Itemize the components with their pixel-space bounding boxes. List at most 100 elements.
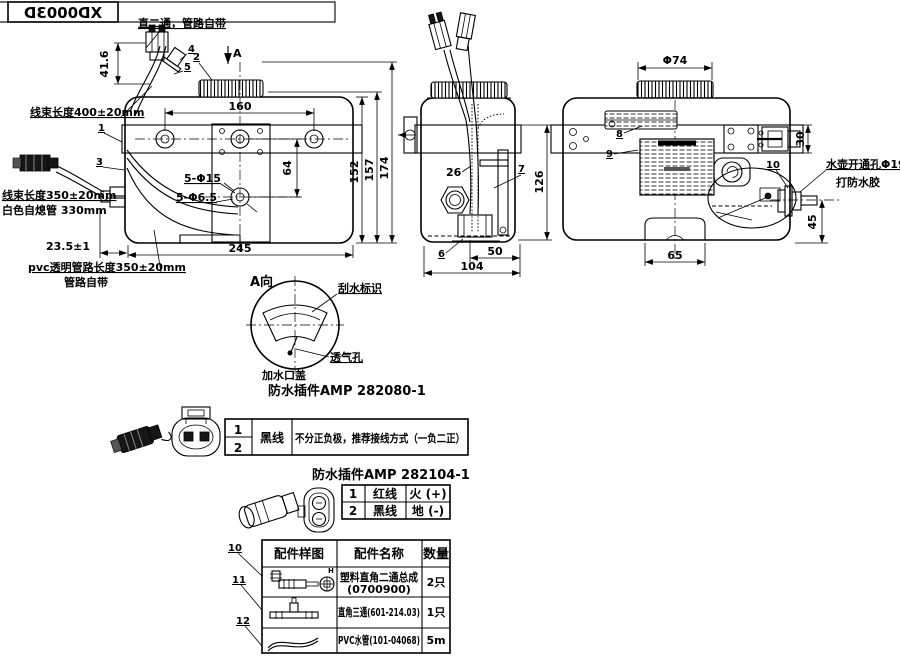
balloon-5: 5 [184, 62, 191, 73]
conn2-row2-wire: 黑线 [373, 503, 397, 518]
pump-outlet [100, 186, 126, 208]
conn1-wire: 黑线 [260, 430, 284, 445]
dim-45: 45 [806, 214, 819, 229]
note-pvc1: pvc透明管路长度350±20mm [28, 260, 186, 274]
conn2-row2-pole: 地 (-) [412, 503, 444, 518]
dim-157: 157 [363, 159, 376, 182]
dim-50: 50 [487, 245, 503, 258]
conn2-row1-pole: 火 (+) [409, 487, 446, 501]
balloon-6: 6 [438, 249, 445, 260]
front-dimensions: 160 64 245 152 157 174 41.6 23.5±1 [46, 42, 397, 258]
balloon-10-rear: 10 [766, 160, 780, 171]
parts-header-qty: 数量 [422, 546, 450, 561]
note-5d65: 5-Φ6.5 [176, 191, 217, 204]
balloon-1: 1 [98, 123, 105, 134]
wiper-mark-label: 刮水标识 [338, 281, 382, 295]
title-block: XD0003D [0, 1, 336, 23]
wiper-icon [262, 304, 328, 356]
pump-boss-hex [440, 186, 470, 214]
nozzle-detail [707, 167, 842, 229]
tank-outline-front [124, 96, 354, 244]
connector-2-drawings [238, 487, 335, 533]
drawing-number: XD0003D [24, 4, 102, 22]
balloon-8: 8 [616, 129, 623, 140]
vent-hole-label: 透气孔 [330, 350, 363, 364]
parts-row3-qty: 5m [426, 634, 445, 647]
balloon-4: 4 [188, 44, 195, 55]
balloon-7: 7 [518, 164, 525, 175]
dim-126: 126 [533, 170, 546, 193]
dim-41-6: 41.6 [98, 50, 111, 77]
emblem-badge [713, 157, 751, 187]
pump-body [457, 214, 493, 238]
tank-outline-side [420, 97, 516, 243]
conn1-note: 不分正负极，推荐接线方式（一负二正） [295, 431, 465, 445]
side-top-connectors [428, 11, 479, 215]
note-hole1: 水壶开通孔Φ19 [826, 157, 900, 171]
dim-65: 65 [667, 249, 682, 262]
front-view: 160 64 245 152 157 174 41.6 23.5±1 A A向 … [2, 16, 397, 290]
dim-30: 30 [794, 131, 807, 147]
filler-cap-side [430, 81, 508, 99]
amp-connector-b-title: 防水插件AMP 282104-1 [312, 467, 470, 483]
dim-64: 64 [281, 160, 294, 176]
section-arrow-label: A [233, 47, 242, 60]
conn1-pin1: 1 [234, 423, 242, 437]
balloon-9: 9 [606, 149, 613, 160]
dim-174: 174 [378, 156, 391, 179]
rear-view: Φ74 8 9 30 10 [550, 54, 900, 266]
side-view: 26 126 50 104 7 6 [398, 11, 552, 277]
note-harness350: 线束长度350±20mm [2, 188, 116, 202]
elbow-fitting-top [160, 46, 187, 73]
conn2-row2-no: 2 [349, 504, 357, 518]
harness-connector [12, 154, 105, 198]
dim-160: 160 [229, 100, 252, 113]
filler-cap-rear [636, 80, 714, 99]
parts-row3-name: PVC水管(101-04068) [338, 633, 420, 647]
dim-26: 26 [446, 166, 462, 179]
note-harness400: 线束长度400±20mm [30, 105, 144, 119]
dim-23-5: 23.5±1 [46, 240, 90, 253]
note-5d15: 5-Φ15 [184, 172, 221, 185]
balloon-3: 3 [96, 157, 103, 168]
balloon-2: 2 [193, 52, 200, 63]
tank-outline-rear [562, 97, 791, 241]
detail-a-view: 刮水标识 透气孔 加水口盖 防水插件AMP 282080-1 [246, 276, 426, 399]
dim-104: 104 [461, 260, 484, 273]
view-a-label: A向 [250, 274, 273, 290]
conn1-pin2: 2 [234, 441, 242, 455]
filler-cap-label: 加水口盖 [261, 368, 306, 382]
tube-sample-drawing [267, 637, 319, 652]
connector-1-drawings [110, 406, 221, 457]
parts-table: 配件样图 配件名称 数量 H 塑料直角二通总成 (0700900) 2只 直角三… [228, 539, 451, 654]
mount-strap-side [414, 124, 522, 154]
note-pvc2: 管路自带 [64, 275, 108, 289]
note-hole2: 打防水胶 [836, 175, 880, 189]
parts-header-name: 配件名称 [354, 546, 405, 561]
bottom-bump [644, 217, 706, 240]
note-elbow: 直二通，管路自带 [138, 16, 226, 30]
tee-sample-drawing [269, 597, 319, 619]
elbow-mark: H [328, 567, 334, 575]
side-dimensions: 26 126 50 104 [423, 124, 552, 277]
parts-row1-code: (0700900) [347, 583, 411, 596]
connector-2-table: 1 红线 火 (+) 2 黑线 地 (-) [341, 484, 451, 520]
elbow-sample-drawing [270, 570, 335, 592]
amp-connector-a-label: 防水插件AMP 282080-1 [268, 383, 426, 399]
conn2-row1-wire: 红线 [373, 486, 397, 501]
connector-1-table: 1 2 黑线 不分正负极，推荐接线方式（一负二正） [224, 418, 469, 456]
wire-harness-front [126, 45, 239, 236]
parts-row1-name: 塑料直角二通总成 [340, 570, 418, 584]
parts-header-sample: 配件样图 [274, 546, 324, 561]
dim-152: 152 [348, 161, 361, 184]
top-connector [145, 24, 169, 61]
parts-row2-qty: 1只 [427, 606, 446, 619]
pump-plate [211, 123, 271, 243]
conn2-row1-no: 1 [349, 487, 357, 501]
latch-bracket [723, 124, 801, 154]
dim-245: 245 [229, 242, 252, 255]
dim-d74: Φ74 [663, 54, 688, 67]
parts-row1-qty: 2只 [427, 576, 446, 589]
